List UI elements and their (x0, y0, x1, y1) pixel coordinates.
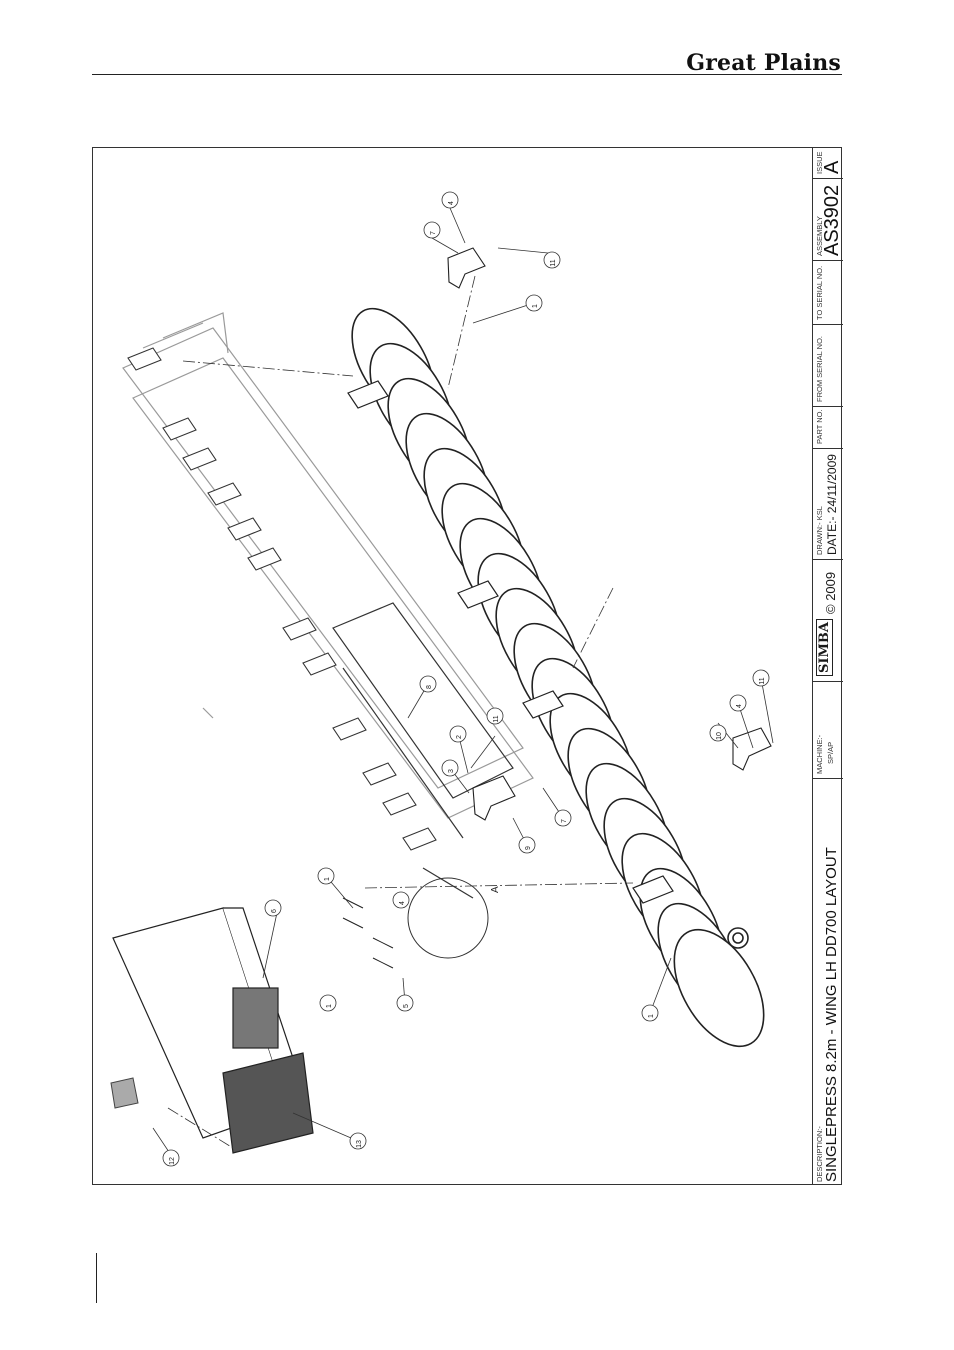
callout-7b: 7 (561, 819, 568, 823)
fasteners (343, 898, 393, 968)
machine-value: SP/AP (826, 742, 835, 764)
callout-2: 2 (456, 735, 463, 739)
divider-from-serial (813, 406, 843, 407)
date: DATE:- 24/11/2009 (825, 454, 839, 555)
simba-logo: SIMBA (816, 619, 833, 676)
callout-10: 10 (716, 732, 723, 740)
title-block: DESCRIPTION:- SINGLEPRESS 8.2m - WING LH… (812, 148, 843, 1184)
roller-discs (335, 295, 782, 1061)
drawing-sheet: 7 4 11 1 8 11 2 3 7 9 1 1 5 6 13 12 10 4… (92, 147, 842, 1185)
machine-label: MACHINE:- (815, 735, 824, 774)
divider-part (813, 448, 843, 449)
header-rule (92, 74, 842, 75)
callout-5: 5 (403, 1004, 410, 1008)
drawn: DRAWN:- KSL (815, 506, 824, 555)
footer-rule (96, 1253, 97, 1303)
divider-drawn (813, 559, 843, 560)
divider-to-serial (813, 324, 843, 325)
callout-3: 3 (448, 769, 455, 773)
exploded-view-drawing: 7 4 11 1 8 11 2 3 7 9 1 1 5 6 13 12 10 4… (93, 148, 811, 1184)
detail-a-label: A (490, 886, 501, 893)
detail-a-circle (408, 878, 488, 958)
divider-machine (813, 778, 843, 779)
callout-13: 13 (356, 1140, 363, 1148)
part-no-label: PART NO. (815, 409, 824, 444)
from-serial-label: FROM SERIAL NO. (815, 336, 824, 402)
callout-6: 6 (271, 909, 278, 913)
brand-logo: Great Plains (686, 50, 841, 76)
callout-7a: 7 (430, 231, 437, 235)
callout-4b: 4 (736, 704, 743, 708)
callout-9: 9 (525, 846, 532, 850)
callout-11c: 11 (759, 677, 766, 684)
to-serial-label: TO SERIAL NO. (815, 266, 824, 320)
callout-11a: 11 (550, 259, 557, 266)
callout-4a: 4 (448, 201, 455, 205)
divider-assembly (813, 260, 843, 261)
callout-11b: 11 (493, 715, 500, 722)
callout-1d: 1 (326, 1004, 333, 1008)
callout-8: 8 (426, 685, 433, 689)
callout-12: 12 (169, 1157, 176, 1165)
callout-4c: 4 (399, 901, 406, 905)
main-frame (333, 603, 513, 898)
copyright: © 2009 (823, 572, 838, 614)
callout-1c: 1 (648, 1014, 655, 1018)
divider-issue (813, 178, 843, 179)
label-part-12 (111, 1078, 138, 1108)
divider-logo (813, 681, 843, 682)
callout-1a: 1 (532, 304, 539, 308)
assembly-value: AS3902 (821, 185, 844, 256)
bar-end (113, 908, 313, 1153)
callout-1b: 1 (324, 877, 331, 881)
description-value: SINGLEPRESS 8.2m - WING LH DD700 LAYOUT (823, 847, 840, 1182)
issue-value: A (821, 161, 844, 174)
